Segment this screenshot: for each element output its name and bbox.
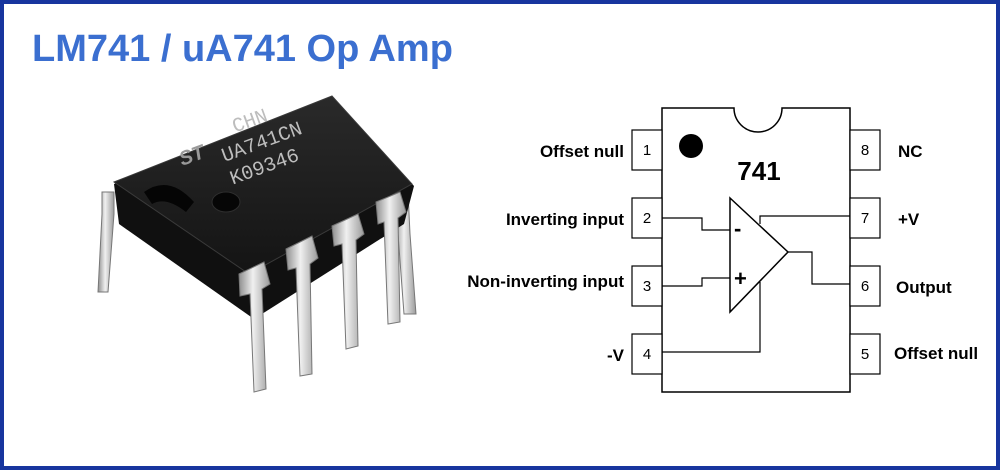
chip-label: 741 bbox=[737, 156, 780, 186]
pin-label: Inverting input bbox=[506, 210, 624, 229]
pin-label: NC bbox=[898, 142, 923, 161]
pin-4: 4 -V bbox=[607, 333, 663, 375]
inverting-sign: - bbox=[734, 216, 741, 241]
pin-label: Offset null bbox=[540, 142, 624, 161]
notch-mark bbox=[144, 184, 194, 212]
pin-number: 7 bbox=[861, 210, 869, 227]
pin-6: 6 Output bbox=[849, 265, 952, 307]
pin-2: 2 Inverting input bbox=[506, 197, 663, 239]
pin-5: 5 Offset null bbox=[849, 333, 978, 375]
pin-label: +V bbox=[898, 210, 920, 229]
pin-label: Offset null bbox=[894, 344, 978, 363]
pin-number: 8 bbox=[861, 142, 869, 159]
pin-number: 3 bbox=[643, 278, 651, 295]
ic-body-top bbox=[112, 95, 413, 275]
noninverting-sign: + bbox=[734, 266, 747, 291]
pin-label: -V bbox=[607, 346, 625, 365]
opamp-symbol bbox=[729, 196, 790, 314]
pin-label: Non-inverting input bbox=[467, 272, 624, 291]
pinout-diagram: 741 1 Offset null 2 Inverting input 3 No… bbox=[467, 107, 978, 393]
chip-outline bbox=[661, 107, 851, 393]
pin-1: 1 Offset null bbox=[540, 129, 663, 171]
ic-photo: ST CHN UA741CN K09346 bbox=[97, 95, 417, 393]
pin1-indicator-dot bbox=[679, 134, 703, 158]
pin-number: 6 bbox=[861, 278, 869, 295]
pin-label: Output bbox=[896, 278, 952, 297]
internal-wiring bbox=[662, 215, 850, 353]
pin-number: 2 bbox=[643, 210, 651, 227]
page-title: LM741 / uA741 Op Amp bbox=[32, 28, 453, 70]
pin-8: 8 NC bbox=[849, 129, 923, 171]
pin-number: 1 bbox=[643, 142, 651, 159]
pin1-dot bbox=[211, 191, 241, 213]
pin-3: 3 Non-inverting input bbox=[467, 265, 663, 307]
pin-number: 5 bbox=[861, 346, 869, 363]
front-pins bbox=[238, 191, 407, 393]
pin-number: 4 bbox=[643, 346, 651, 363]
pin-7: 7 +V bbox=[849, 197, 920, 239]
